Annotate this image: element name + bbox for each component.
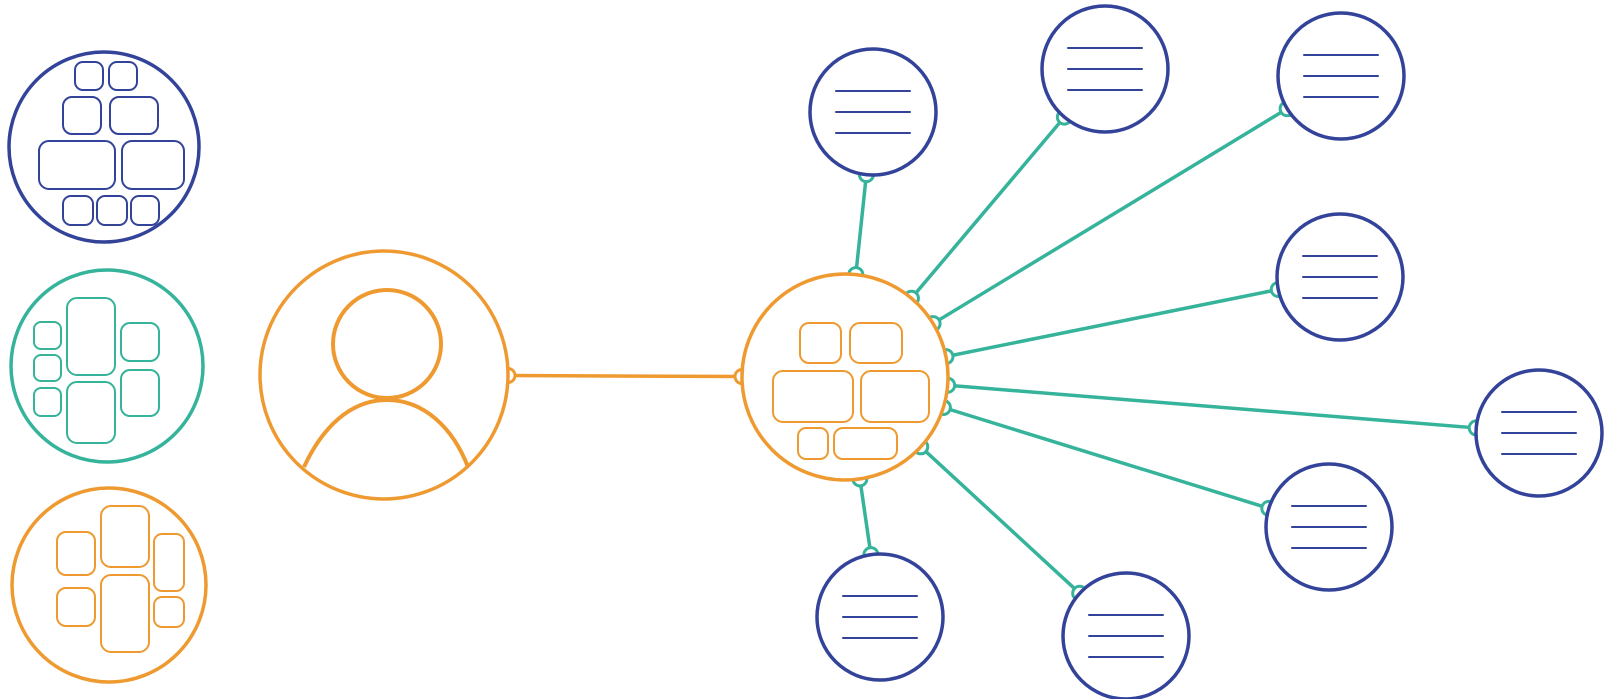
document-node-doc-2 xyxy=(1040,4,1170,134)
user-node xyxy=(258,249,510,501)
document-lines-icon xyxy=(1302,255,1378,299)
connector-line xyxy=(909,115,1067,301)
document-lines-icon xyxy=(1501,411,1577,455)
user-icon xyxy=(302,288,470,468)
edge-hub-doc-4 xyxy=(937,280,1287,366)
document-lines-icon xyxy=(835,90,911,134)
edge-hub-doc-1 xyxy=(847,166,875,284)
edge-hub-doc-7 xyxy=(912,438,1089,602)
connector-line xyxy=(941,405,1271,511)
edge-user-hub xyxy=(499,367,751,386)
connector-line xyxy=(945,383,1478,430)
cluster-icon xyxy=(772,322,930,460)
document-lines-icon xyxy=(1303,54,1379,98)
document-lines-icon xyxy=(1088,614,1164,658)
document-lines-icon xyxy=(842,595,918,639)
document-node-doc-1 xyxy=(808,47,938,177)
legend-navy-cluster xyxy=(7,50,201,244)
legend-orange-cluster xyxy=(10,486,208,684)
connector-line xyxy=(931,106,1289,326)
document-node-doc-7 xyxy=(1061,571,1191,699)
document-node-doc-8 xyxy=(815,552,945,682)
connector-line xyxy=(854,172,869,277)
document-lines-icon xyxy=(1291,505,1367,549)
edge-hub-doc-6 xyxy=(934,398,1278,517)
connector-line xyxy=(944,287,1280,359)
document-node-doc-3 xyxy=(1276,11,1406,141)
document-node-doc-5 xyxy=(1474,368,1604,498)
connector-line xyxy=(858,477,873,557)
document-nodes xyxy=(808,4,1604,699)
document-node-doc-6 xyxy=(1264,462,1394,592)
connector-line xyxy=(506,373,744,379)
legend-teal-cluster xyxy=(9,268,205,464)
edge-hub-doc-5 xyxy=(939,376,1485,437)
document-node-doc-4 xyxy=(1275,212,1405,342)
hub-node xyxy=(740,272,950,482)
document-lines-icon xyxy=(1067,47,1143,91)
connector-line xyxy=(918,445,1082,596)
edge-hub-doc-8 xyxy=(851,470,880,564)
